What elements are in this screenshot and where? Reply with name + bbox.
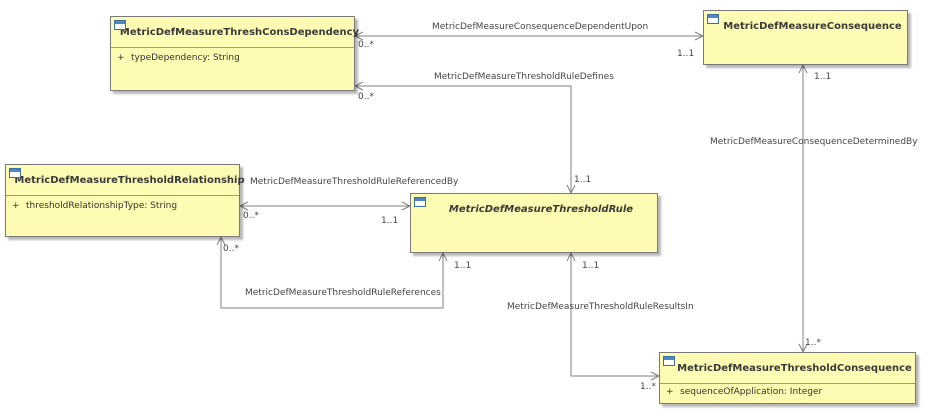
mult-threshold-rule-references-target: 1..1: [454, 261, 472, 271]
class-icon: [114, 20, 126, 30]
class-name: MetricDefMeasureThresholdConsequence: [677, 362, 912, 374]
class-attributes: + thresholdRelationshipType: String: [6, 195, 239, 215]
class-attributes: + typeDependency: String: [111, 47, 354, 67]
mult-threshold-rule-results-in-target: 1..*: [640, 382, 656, 392]
mult-consequence-dependent-upon-target: 1..1: [677, 49, 695, 59]
attribute-visibility: +: [12, 201, 20, 211]
class-threshold-rule[interactable]: MetricDefMeasureThresholdRule: [410, 193, 658, 253]
class-threshold-consequence[interactable]: MetricDefMeasureThresholdConsequence + se…: [659, 352, 916, 404]
class-consequence[interactable]: MetricDefMeasureConsequence: [703, 10, 908, 65]
assoc-line-threshold-rule-defines: [355, 85, 572, 193]
attribute-text: typeDependency: String: [131, 53, 240, 63]
class-header: MetricDefMeasureThreshConsDependency: [111, 17, 359, 47]
assoc-line-threshold-rule-results-in: [570, 253, 659, 377]
class-attributes: + sequenceOfApplication: Integer: [660, 383, 915, 401]
attribute-visibility: +: [666, 387, 674, 397]
mult-threshold-rule-references-source: 0..*: [223, 244, 239, 254]
mult-threshold-rule-defines-source: 0..*: [358, 92, 374, 102]
assoc-arrow-threshold-rule-results-in: [566, 251, 661, 381]
mult-threshold-rule-referenced-by-target: 1..1: [381, 216, 399, 226]
attribute-text: thresholdRelationshipType: String: [26, 201, 178, 211]
attribute-text: sequenceOfApplication: Integer: [680, 387, 823, 397]
mult-threshold-rule-defines-target: 1..1: [574, 175, 592, 185]
class-icon: [414, 197, 426, 207]
mult-consequence-determined-by-target: 1..*: [805, 338, 821, 348]
class-threshold-relationship[interactable]: MetricDefMeasureThresholdRelationship + t…: [5, 164, 245, 237]
class-icon: [663, 356, 675, 366]
mult-consequence-dependent-upon-source: 0..*: [358, 40, 374, 50]
class-header: MetricDefMeasureThresholdRelationship: [6, 165, 245, 195]
mult-threshold-rule-referenced-by-source: 0..*: [243, 211, 259, 221]
assoc-label-threshold-rule-referenced-by: MetricDefMeasureThresholdRuleReferencedB…: [250, 177, 459, 187]
class-header: MetricDefMeasureConsequence: [704, 11, 907, 41]
class-thresh-cons-dependency[interactable]: MetricDefMeasureThreshConsDependency + ty…: [110, 16, 359, 91]
assoc-label-threshold-rule-results-in: MetricDefMeasureThresholdRuleResultsIn: [507, 302, 694, 312]
assoc-label-consequence-dependent-upon: MetricDefMeasureConsequenceDependentUpon: [432, 22, 649, 32]
attribute-visibility: +: [117, 53, 125, 63]
class-name: MetricDefMeasureThreshConsDependency: [119, 26, 360, 38]
class-name: MetricDefMeasureThresholdRelationship: [14, 174, 245, 186]
class-header: MetricDefMeasureThresholdConsequence: [660, 353, 915, 383]
class-header: MetricDefMeasureThresholdRule: [411, 194, 657, 224]
class-icon: [9, 168, 21, 178]
class-name: MetricDefMeasureThresholdRule: [448, 203, 634, 215]
class-name: MetricDefMeasureConsequence: [723, 20, 902, 32]
assoc-label-threshold-rule-references: MetricDefMeasureThresholdRuleReferences: [245, 288, 441, 298]
class-icon: [707, 14, 719, 24]
assoc-label-consequence-determined-by: MetricDefMeasureConsequenceDeterminedBy: [710, 137, 918, 147]
assoc-label-threshold-rule-defines: MetricDefMeasureThresholdRuleDefines: [434, 72, 614, 82]
mult-consequence-determined-by-source: 1..1: [814, 72, 832, 82]
assoc-arrow-threshold-rule-references: [216, 235, 448, 262]
mult-threshold-rule-results-in-source: 1..1: [582, 261, 600, 271]
assoc-line-threshold-rule-references: [220, 237, 444, 309]
